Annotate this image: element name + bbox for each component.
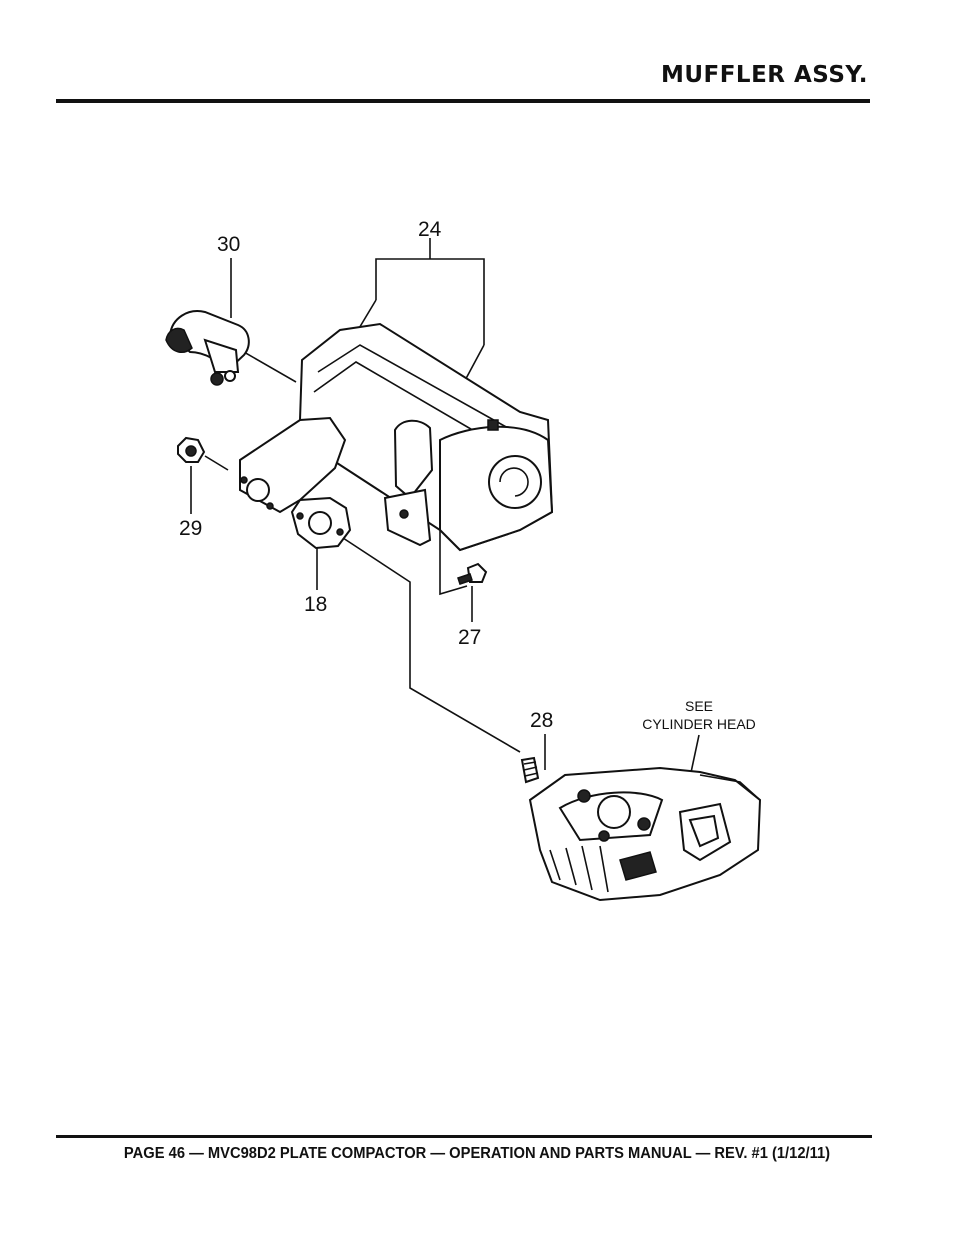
page-title: MUFFLER ASSY. <box>660 62 868 88</box>
header-rule <box>56 99 870 103</box>
leader-lines <box>190 238 700 811</box>
page-footer: PAGE 46 — MVC98D2 PLATE COMPACTOR — OPER… <box>123 1145 831 1162</box>
callout-30: 30 <box>217 233 240 256</box>
exhaust-elbow-clamp <box>165 310 250 386</box>
callout-27: 27 <box>458 626 481 649</box>
stud-bolt <box>520 756 540 784</box>
footer-rule <box>56 1135 872 1138</box>
muffler-body <box>239 322 554 552</box>
hex-bolt <box>457 562 488 585</box>
callout-18: 18 <box>304 593 327 616</box>
callout-28: 28 <box>530 709 553 732</box>
note-see: SEE <box>685 698 713 714</box>
cylinder-head <box>528 766 762 902</box>
callout-29: 29 <box>179 517 202 540</box>
note-cylinder-head: CYLINDER HEAD <box>642 716 756 732</box>
callout-24: 24 <box>418 218 442 241</box>
exhaust-gasket <box>290 496 352 550</box>
flange-nut <box>177 436 206 463</box>
